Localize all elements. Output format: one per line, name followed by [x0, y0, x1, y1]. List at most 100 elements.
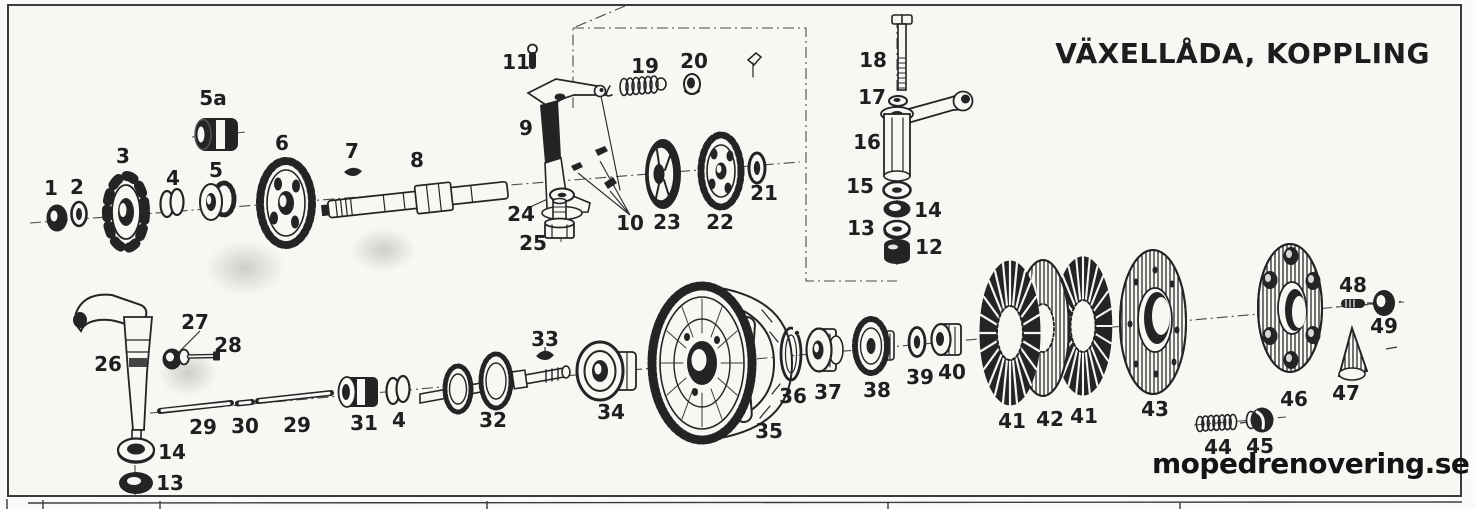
callout-23: 23	[653, 210, 681, 234]
callout-4: 4	[166, 166, 180, 190]
callout-25: 25	[519, 231, 547, 255]
callout-14: 14	[914, 198, 942, 222]
part-35-clutch-drum-drawing	[647, 281, 794, 445]
part-29b-rod-drawing	[255, 390, 334, 404]
callout-12: 12	[915, 235, 943, 259]
callout-40: 40	[938, 360, 966, 384]
part-20-nut-drawing	[683, 73, 701, 95]
part-19-spring-drawing	[605, 75, 667, 97]
callout-41: 41	[1070, 404, 1098, 428]
part-13b-washer-drawing	[119, 472, 153, 494]
callout-7: 7	[345, 139, 359, 163]
part-10-clips-drawing	[571, 52, 763, 189]
part-14b-washer-drawing	[116, 437, 156, 464]
part-5-gear-drawing	[199, 180, 237, 221]
part-8-mainshaft-drawing	[321, 180, 509, 219]
callout-32: 32	[479, 408, 507, 432]
callout-21: 21	[750, 181, 778, 205]
title-block-lines	[6, 499, 1463, 509]
callout-26: 26	[94, 352, 122, 376]
callout-29: 29	[189, 415, 217, 439]
part-1-nut-drawing	[46, 204, 68, 232]
callout-31: 31	[350, 411, 378, 435]
callout-17: 17	[858, 85, 886, 109]
part-9-shift-lever-drawing	[526, 78, 621, 221]
part-6-gear-drawing	[256, 157, 316, 249]
callout-41: 41	[998, 409, 1026, 433]
callout-13: 13	[847, 216, 875, 240]
part-14-washer-drawing	[883, 200, 911, 218]
callout-43: 43	[1141, 397, 1169, 421]
part-22-gear-drawing	[697, 131, 745, 211]
part-48-pin-drawing	[1341, 299, 1365, 308]
callout-5: 5	[209, 158, 223, 182]
diagram-title: VÄXELLÅDA, KOPPLING	[1055, 37, 1430, 70]
callout-20: 20	[680, 49, 708, 73]
part-17-washer-drawing	[888, 95, 908, 107]
part-43-pressure-plate-drawing	[1119, 249, 1187, 395]
callout-36: 36	[779, 384, 807, 408]
part-27-nut-drawing	[162, 348, 182, 370]
part-13-washer-drawing	[883, 219, 911, 240]
watermark-text: mopedrenovering.se	[1152, 447, 1470, 480]
part-15-washer-drawing	[882, 180, 912, 200]
part-44-spring-drawing	[1195, 413, 1238, 433]
callout-27: 27	[181, 310, 209, 334]
callout-28: 28	[214, 333, 242, 357]
callout-1: 1	[44, 176, 58, 200]
callout-16: 16	[853, 130, 881, 154]
callout-2: 2	[70, 175, 84, 199]
callout-11: 11	[502, 50, 530, 74]
part-45-cup-drawing	[1245, 407, 1274, 433]
callout-15: 15	[846, 174, 874, 198]
part-18-bolt-drawing	[891, 14, 913, 91]
part-36-circlip-drawing	[779, 326, 803, 382]
callout-37: 37	[814, 380, 842, 404]
leader-lines	[177, 160, 1398, 424]
callout-34: 34	[597, 400, 625, 424]
part-28-bolt-drawing	[178, 348, 220, 366]
part-34-bearing-drawing	[575, 340, 637, 402]
part-29-rod-drawing	[157, 400, 234, 414]
part-26-kick-shaft-drawing	[73, 293, 153, 443]
part-46-spring-plate-drawing	[1257, 243, 1323, 373]
callout-22: 22	[706, 210, 734, 234]
callout-46: 46	[1280, 387, 1308, 411]
callout-49: 49	[1370, 314, 1398, 338]
callout-35: 35	[755, 419, 783, 443]
callout-10: 10	[616, 211, 644, 235]
callout-3: 3	[116, 144, 130, 168]
part-3-sprocket-drawing	[102, 171, 150, 253]
part-49-nut-drawing	[1373, 290, 1395, 316]
part-30-rod-drawing	[235, 399, 255, 407]
callout-29: 29	[283, 413, 311, 437]
part-5a-bushing-drawing	[194, 118, 238, 151]
callout-19: 19	[631, 54, 659, 78]
callout-48: 48	[1339, 273, 1367, 297]
callout-42: 42	[1036, 407, 1064, 431]
part-21-washer-drawing	[747, 151, 767, 185]
callout-6: 6	[275, 131, 289, 155]
callout-18: 18	[859, 48, 887, 72]
callout-8: 8	[410, 148, 424, 172]
part-33-key-drawing	[536, 350, 554, 360]
part-2-washer-drawing	[70, 200, 88, 228]
part-11-pin-drawing	[527, 43, 538, 69]
part-16-kickstart-lever-drawing	[880, 90, 974, 182]
scan-smudge	[350, 228, 416, 272]
part-40-nut-drawing	[930, 322, 962, 357]
part-4-washers-drawing	[159, 187, 185, 219]
scan-smudge	[205, 240, 285, 296]
callout-13: 13	[156, 471, 184, 495]
callout-45: 45	[1246, 434, 1274, 458]
part-41a-friction-plate-drawing	[978, 259, 1042, 407]
callout-24: 24	[507, 202, 535, 226]
callout-5a: 5a	[199, 86, 227, 110]
callout-47: 47	[1332, 381, 1360, 405]
part-38-gear-drawing	[852, 316, 895, 376]
callout-44: 44	[1204, 435, 1232, 459]
callout-39: 39	[906, 365, 934, 389]
part-23-pulley-drawing	[645, 139, 681, 209]
